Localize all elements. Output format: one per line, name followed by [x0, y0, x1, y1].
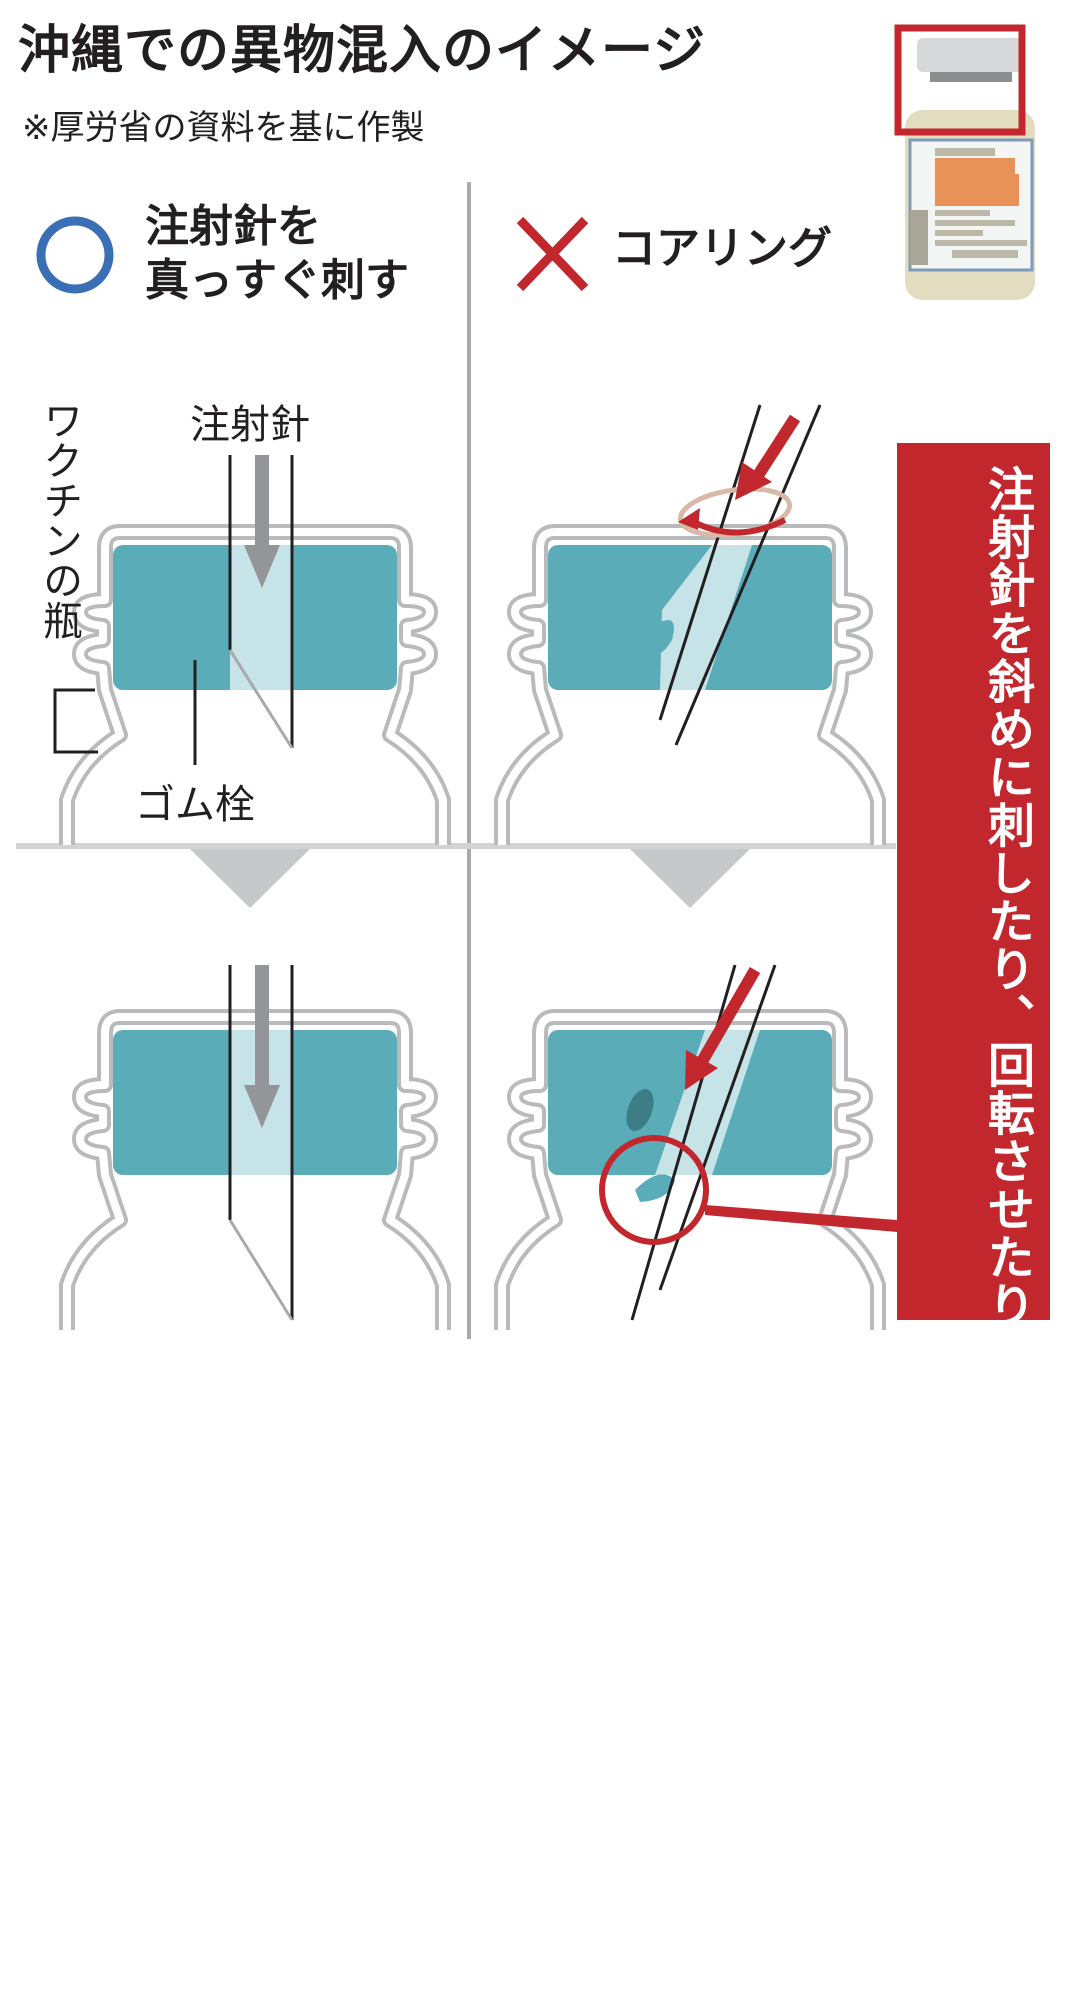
vial-bracket — [53, 688, 98, 754]
vaccine-vial-picture — [894, 24, 1035, 300]
down-arrow-icon — [244, 455, 280, 588]
rotate-arrow-icon — [688, 517, 787, 536]
highlight-circle — [599, 1135, 709, 1245]
correct-circle-icon — [36, 216, 114, 294]
down-arrow-icon — [244, 965, 280, 1128]
header-coring: コアリング — [612, 223, 832, 274]
diagonal-arrow-icon — [685, 966, 761, 1090]
callout-box: 注射針を斜めに刺したり、回転させたりすると、ゴム栓が削り取られる — [897, 443, 1050, 2001]
needle-label: 注射針 — [190, 402, 310, 448]
horizontal-divider — [16, 843, 896, 849]
callout-pointer — [705, 1205, 897, 1232]
stopper-label: ゴム栓 — [135, 782, 255, 828]
header-left-line2: 真っすぐ刺す — [145, 255, 409, 306]
header-left-line1: 注射針を — [145, 201, 321, 252]
page-title: 沖縄での異物混入のイメージ — [18, 21, 706, 81]
callout-text: 注射針を斜めに刺したり、回転させたりすると、ゴム栓が削り取られる — [979, 465, 1034, 2001]
diagonal-arrow-icon — [735, 414, 801, 500]
wrong-cross-icon — [516, 216, 589, 292]
header-correct-method: 注射針を 真っすぐ刺す — [145, 200, 409, 308]
vial-label: ワクチンの瓶 — [36, 400, 82, 640]
down-arrow-left — [190, 849, 310, 908]
down-arrow-right — [630, 849, 750, 908]
source-note: ※厚労省の資料を基に作製 — [22, 108, 425, 148]
vial-cap-highlight — [894, 24, 1026, 136]
diagram-graphics — [16, 24, 1035, 1339]
